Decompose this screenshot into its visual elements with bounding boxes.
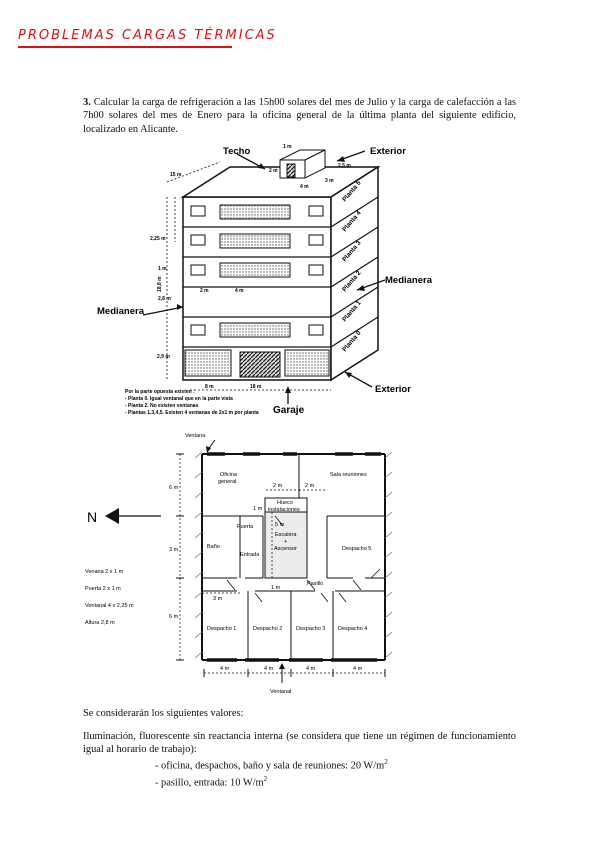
dim-label: 2 m [305, 483, 315, 489]
bullet-text: - oficina, despachos, baño y sala de reu… [155, 760, 385, 772]
dim-label: 4 m [306, 666, 316, 672]
label-exterior-bottom: Exterior [375, 384, 411, 395]
header-underline [18, 46, 232, 48]
floor-plan: N Ventana Ventanal Oficina general Sala … [85, 433, 393, 695]
label-techo: Techo [223, 146, 250, 157]
problem-number: 3. [83, 97, 91, 108]
room-despacho4: Despacho 4 [338, 626, 367, 632]
note-line: - Planta 2. No existen ventanas [125, 403, 199, 409]
problem-statement: 3. Calcular la carga de refrigeración a … [83, 96, 516, 136]
label-garaje: Garaje [273, 405, 305, 416]
label-medianera-left: Medianera [97, 306, 145, 317]
room-despacho1: Despacho 1 [207, 626, 236, 632]
dim-label: 4 m [220, 666, 230, 672]
room-oficina: general [218, 479, 236, 485]
bullet-sup: 2 [384, 758, 388, 766]
legend-line: Altura 2,8 m [85, 620, 115, 626]
dim-label: 3 m [213, 596, 223, 602]
room-entrada: Entrada [240, 552, 260, 558]
room-despacho5: Despacho 5 [342, 546, 371, 552]
north-label: N [87, 509, 97, 525]
room-bano: Baño [207, 544, 220, 550]
room-reuniones: Sala reuniones [330, 472, 367, 478]
page-header: PROBLEMAS CARGAS TÉRMICAS [18, 28, 277, 43]
room-oficina: Oficina [220, 472, 238, 478]
dim-label: 5 m [275, 522, 285, 528]
label-medianera-right: Medianera [385, 275, 433, 286]
room-escalera: Escalera [275, 532, 297, 538]
dim-label: 1 m [253, 506, 263, 512]
iluminacion-text: Iluminación, fluorescente sin reactancia… [83, 731, 516, 756]
room-escalera: + [284, 539, 287, 545]
ventanal-label: Ventanal [270, 689, 291, 695]
note-line: Por la parte opuesta existen : [125, 389, 195, 395]
dim-label: 4 m [235, 288, 244, 294]
dim-label: 2,9 m [157, 354, 170, 360]
dim-label: 2,8 m [158, 296, 171, 302]
room-hueco: instalaciones [268, 507, 300, 513]
legend-line: Puerta 2 x 1 m [85, 586, 121, 592]
dim-label: 3 m [169, 547, 179, 553]
dim-label: 4 m [264, 666, 274, 672]
dim-label: 2 m [273, 483, 283, 489]
dim-label: 6 m [169, 485, 179, 491]
bullet-text: - pasillo, entrada: 10 W/m [155, 777, 264, 789]
problem-text: Calcular la carga de refrigeración a las… [83, 97, 516, 135]
ventana-label: Ventana [185, 433, 206, 439]
dim-label: 1 m [158, 266, 167, 272]
dim-label: 4 m [300, 184, 309, 190]
dim-label: 1 m [271, 585, 281, 591]
building-diagram: Techo Exterior Medianera Medianera Exter… [97, 144, 433, 416]
dim-label: 2,5 m [338, 163, 351, 169]
bullet-sup: 2 [263, 774, 268, 783]
dim-label: 2 m [200, 288, 209, 294]
bullet-item: - oficina, despachos, baño y sala de reu… [155, 756, 388, 773]
dim-label: 6 m [169, 614, 179, 620]
bullet-list: - oficina, despachos, baño y sala de reu… [155, 756, 388, 790]
room-escalera: Ascensor [274, 546, 297, 552]
values-intro: Se considerarán los siguientes valores: [83, 708, 244, 719]
dim-label: 15 m [170, 172, 182, 178]
legend-line: Ventanal 4 x 2,25 m [85, 603, 134, 609]
dim-label: 18,8 m [157, 276, 163, 292]
bullet-item: - pasillo, entrada: 10 W/m2 [155, 773, 388, 790]
dim-label: 3 m [325, 178, 334, 184]
room-pasillo: Pasillo [307, 581, 323, 587]
dim-label: 4 m [353, 666, 363, 672]
label-exterior-top: Exterior [370, 146, 406, 157]
room-despacho3: Despacho 3 [296, 626, 325, 632]
dim-label: 1 m [283, 144, 292, 150]
room-despacho2: Despacho 2 [253, 626, 282, 632]
dim-label: 18 m [250, 384, 262, 390]
note-line: - Plantas 1,3,4,5. Existen 4 ventanas de… [125, 410, 259, 416]
room-hueco: Hueco [277, 500, 293, 506]
dim-label: 8 m [205, 384, 214, 390]
dim-label: 2,25 m [150, 236, 166, 242]
dim-label: 2 m [269, 168, 278, 174]
legend-line: Venana 2 x 1 m [85, 569, 124, 575]
note-line: - Planta 0. Igual ventanal que en la par… [125, 396, 233, 402]
room-puerta: Puerta [237, 524, 254, 530]
